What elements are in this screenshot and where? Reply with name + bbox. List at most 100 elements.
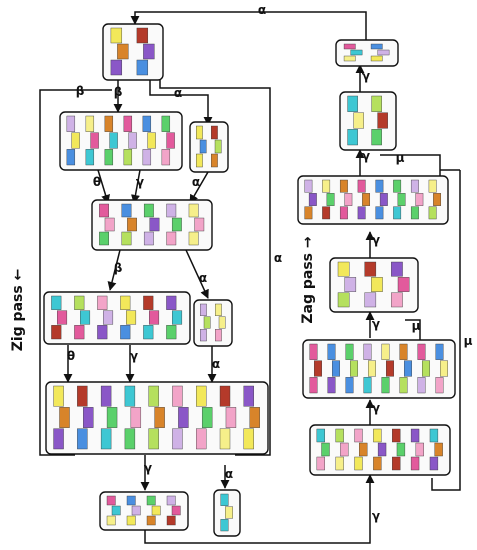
tile-column <box>146 495 161 526</box>
tile-group-node <box>193 299 233 347</box>
tile-column <box>143 295 160 340</box>
tile-group-node <box>309 424 451 476</box>
edge-label-gamma: γ <box>144 461 152 475</box>
tile-column <box>166 203 182 246</box>
tile-column <box>188 203 205 246</box>
tile-column <box>399 343 412 394</box>
tile-group-node <box>189 121 229 173</box>
tile-column <box>370 43 390 62</box>
tile-column <box>166 495 181 526</box>
tile-column <box>172 385 189 450</box>
edge-label-alpha: α <box>212 357 220 371</box>
edge-label-theta: θ <box>93 175 101 189</box>
tile-column <box>428 179 442 220</box>
edge-label-gamma: γ <box>362 149 370 163</box>
tile-column <box>309 343 322 394</box>
tile-column <box>219 385 237 450</box>
edge-label-beta: β <box>114 261 123 275</box>
zig-pass-label: Zig pass ← <box>10 269 26 352</box>
edge-label-alpha: α <box>199 271 207 285</box>
edge-label-gamma: γ <box>372 233 380 247</box>
edge-label-gamma: γ <box>372 317 380 331</box>
edge-label-gamma: γ <box>136 175 144 189</box>
connector-lines <box>39 11 461 544</box>
tile-column <box>85 115 99 166</box>
edge-label-beta: β <box>76 84 85 98</box>
tile-group-node <box>335 39 399 67</box>
tile-column <box>120 295 137 340</box>
edge-label-mu: μ <box>412 319 421 333</box>
tile-group-node <box>99 491 189 531</box>
tile-column <box>363 343 376 394</box>
tile-column <box>375 179 388 220</box>
tile-group-node <box>213 489 241 537</box>
tile-column <box>51 295 68 340</box>
tile-group-node <box>45 381 269 455</box>
tile-group-node <box>329 257 419 313</box>
tile-column <box>99 203 115 246</box>
tile-column <box>220 493 233 532</box>
edge-label-gamma: γ <box>372 401 380 415</box>
tile-column <box>100 385 118 450</box>
tile-column <box>196 385 213 450</box>
tile-column <box>339 179 353 220</box>
tile-column <box>200 303 211 342</box>
tile-column <box>196 125 207 168</box>
tile-column <box>136 27 155 76</box>
edge-label-alpha: α <box>192 175 200 189</box>
tile-column <box>435 343 448 394</box>
tile-column <box>243 385 260 450</box>
tile-column <box>161 115 175 166</box>
tile-column <box>322 179 335 220</box>
tile-column <box>126 495 141 526</box>
edge-label-alpha: α <box>274 251 282 265</box>
tile-column <box>347 95 364 146</box>
tile-column <box>343 43 363 62</box>
tile-column <box>373 428 387 471</box>
tile-column <box>77 385 94 450</box>
tile-column <box>97 295 114 340</box>
tile-column <box>215 303 226 342</box>
edge-label-alpha: α <box>174 86 182 100</box>
tile-column <box>124 385 142 450</box>
tile-column <box>354 428 368 471</box>
tile-column <box>357 179 371 220</box>
tile-column <box>429 428 443 471</box>
edge-label-mu: μ <box>464 334 473 348</box>
tile-column <box>166 295 183 340</box>
edge-label-alpha: α <box>225 467 233 481</box>
edge-label-mu: μ <box>396 151 405 165</box>
edge-label-gamma: γ <box>362 69 370 83</box>
edge-label-gamma: γ <box>372 509 380 523</box>
tile-column <box>121 203 137 246</box>
tile-group-node <box>339 91 397 151</box>
tile-column <box>148 385 165 450</box>
tile-group-node <box>43 291 191 345</box>
tile-column <box>337 261 357 308</box>
tile-column <box>371 95 388 146</box>
tile-column <box>123 115 137 166</box>
tile-column <box>142 115 156 166</box>
tile-column <box>391 261 410 308</box>
tile-column <box>66 115 80 166</box>
tile-group-node <box>59 111 183 171</box>
tile-column <box>143 203 160 246</box>
edge-label-alpha: α <box>258 3 266 17</box>
tile-column <box>106 495 121 526</box>
tile-group-node <box>297 175 449 225</box>
tile-column <box>417 343 430 394</box>
tile-column <box>74 295 91 340</box>
tile-column <box>345 343 358 394</box>
tile-column <box>392 428 406 471</box>
tile-column <box>364 261 383 308</box>
tile-group-node <box>91 199 213 251</box>
tile-column <box>211 125 222 168</box>
edge-label-gamma: γ <box>130 349 138 363</box>
tile-column <box>381 343 394 394</box>
tile-column <box>410 428 424 471</box>
tile-column <box>327 343 340 394</box>
tile-column <box>110 27 129 76</box>
edge-label-beta: β <box>114 85 123 99</box>
